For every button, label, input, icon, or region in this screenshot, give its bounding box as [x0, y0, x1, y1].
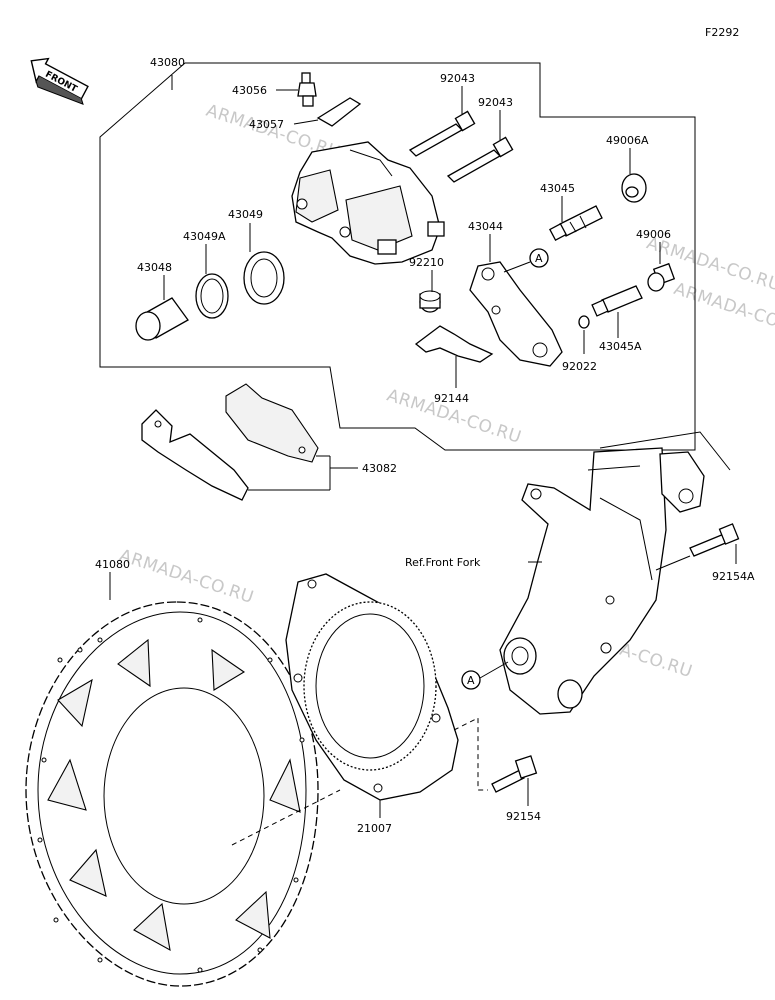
label-43044: 43044 — [468, 220, 503, 233]
centerline-right — [453, 717, 488, 791]
caliper-assembly-box — [99, 62, 696, 451]
bleeder-valve-43056 — [297, 72, 317, 107]
cap-43057 — [316, 97, 362, 127]
pad-spring-92144 — [414, 325, 494, 363]
label-49006A: 49006A — [606, 134, 649, 147]
label-43056: 43056 — [232, 84, 267, 97]
marker-a-lower-label: A — [467, 674, 475, 687]
bolt-92154 — [491, 755, 538, 793]
label-49006: 49006 — [636, 228, 671, 241]
sleeve-92210 — [419, 290, 441, 313]
label-43057: 43057 — [249, 118, 284, 131]
centerline-left — [231, 789, 341, 846]
label-92144: 92144 — [434, 392, 469, 405]
ring-92022 — [578, 315, 590, 329]
marker-a-upper-label: A — [535, 252, 543, 265]
label-43048: 43048 — [137, 261, 172, 274]
boot-49006A — [621, 173, 647, 203]
bolt-92154A — [689, 523, 740, 557]
marker-a-lower — [461, 670, 481, 690]
label-92210: 92210 — [409, 256, 444, 269]
label-43082: 43082 — [362, 462, 397, 475]
label-ref-front-fork: Ref.Front Fork — [405, 556, 481, 569]
label-43049: 43049 — [228, 208, 263, 221]
label-92154: 92154 — [506, 810, 541, 823]
brake-pads-43082 — [141, 383, 319, 501]
watermark-5: ARMADA-CO.RU — [117, 546, 256, 608]
label-92043-lower: 92043 — [478, 96, 513, 109]
label-41080: 41080 — [95, 558, 130, 571]
label-43080: 43080 — [150, 56, 185, 69]
brake-disc-41080 — [25, 601, 319, 987]
dust-seal-43049A — [195, 273, 229, 319]
pin-43045A — [591, 285, 643, 317]
label-43045: 43045 — [540, 182, 575, 195]
label-92022: 92022 — [562, 360, 597, 373]
label-43045A: 43045A — [599, 340, 642, 353]
leader-43057 — [293, 119, 319, 125]
piston-seal-43049 — [243, 251, 285, 305]
piston-43048 — [135, 297, 189, 341]
slide-pin-92043-upper — [408, 110, 476, 157]
caliper-bracket-43044 — [469, 261, 563, 367]
pin-43045 — [549, 205, 603, 241]
front-fork — [499, 431, 731, 715]
boot-49006 — [647, 262, 676, 292]
marker-a-upper — [529, 248, 549, 268]
figure-code: F2292 — [705, 26, 739, 39]
label-92154A: 92154A — [712, 570, 755, 583]
label-43049A: 43049A — [183, 230, 226, 243]
leader-92154A-a — [655, 555, 691, 571]
abs-rotor-21007 — [285, 573, 459, 801]
caliper-body — [291, 141, 445, 265]
slide-pin-92043-lower — [446, 136, 514, 183]
leader-marker-a-upper — [503, 261, 531, 273]
label-21007: 21007 — [357, 822, 392, 835]
label-92043-upper: 92043 — [440, 72, 475, 85]
leader-marker-a-lower — [479, 661, 509, 679]
front-arrow-icon: FRONT — [30, 57, 89, 106]
